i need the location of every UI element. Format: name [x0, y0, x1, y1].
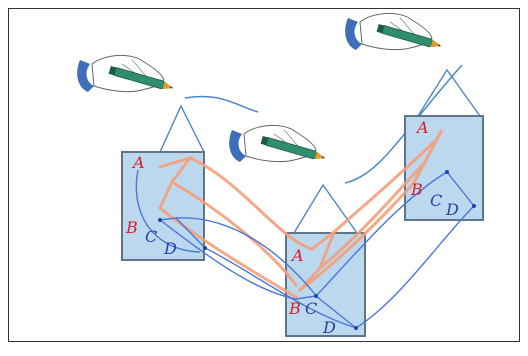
endpoint-dots [158, 170, 476, 330]
label-b-middle: B [288, 299, 301, 318]
hand-holding-pen-icon [76, 54, 175, 93]
suspension-string [293, 183, 358, 234]
label-d-left: D [163, 239, 177, 258]
suspension-string [159, 104, 205, 153]
label-d-middle: D [322, 318, 336, 337]
label-a-middle: A [290, 246, 304, 265]
label-b-left: B [125, 218, 138, 237]
orange-stroke-paths [158, 129, 444, 299]
hand-holding-pen-icon [228, 124, 327, 163]
label-c-right: C [430, 191, 442, 210]
connecting-string [344, 64, 463, 184]
connecting-string [184, 95, 259, 113]
suspension-string [417, 68, 481, 117]
label-a-left: A [131, 153, 145, 172]
label-b-right: B [410, 180, 423, 199]
label-c-left: C [145, 227, 157, 246]
label-d-right: D [445, 200, 459, 219]
label-a-right: A [415, 118, 429, 137]
hand-holding-pen-icon [344, 12, 443, 51]
figure-frame [8, 8, 520, 342]
label-c-middle: C [305, 299, 317, 318]
